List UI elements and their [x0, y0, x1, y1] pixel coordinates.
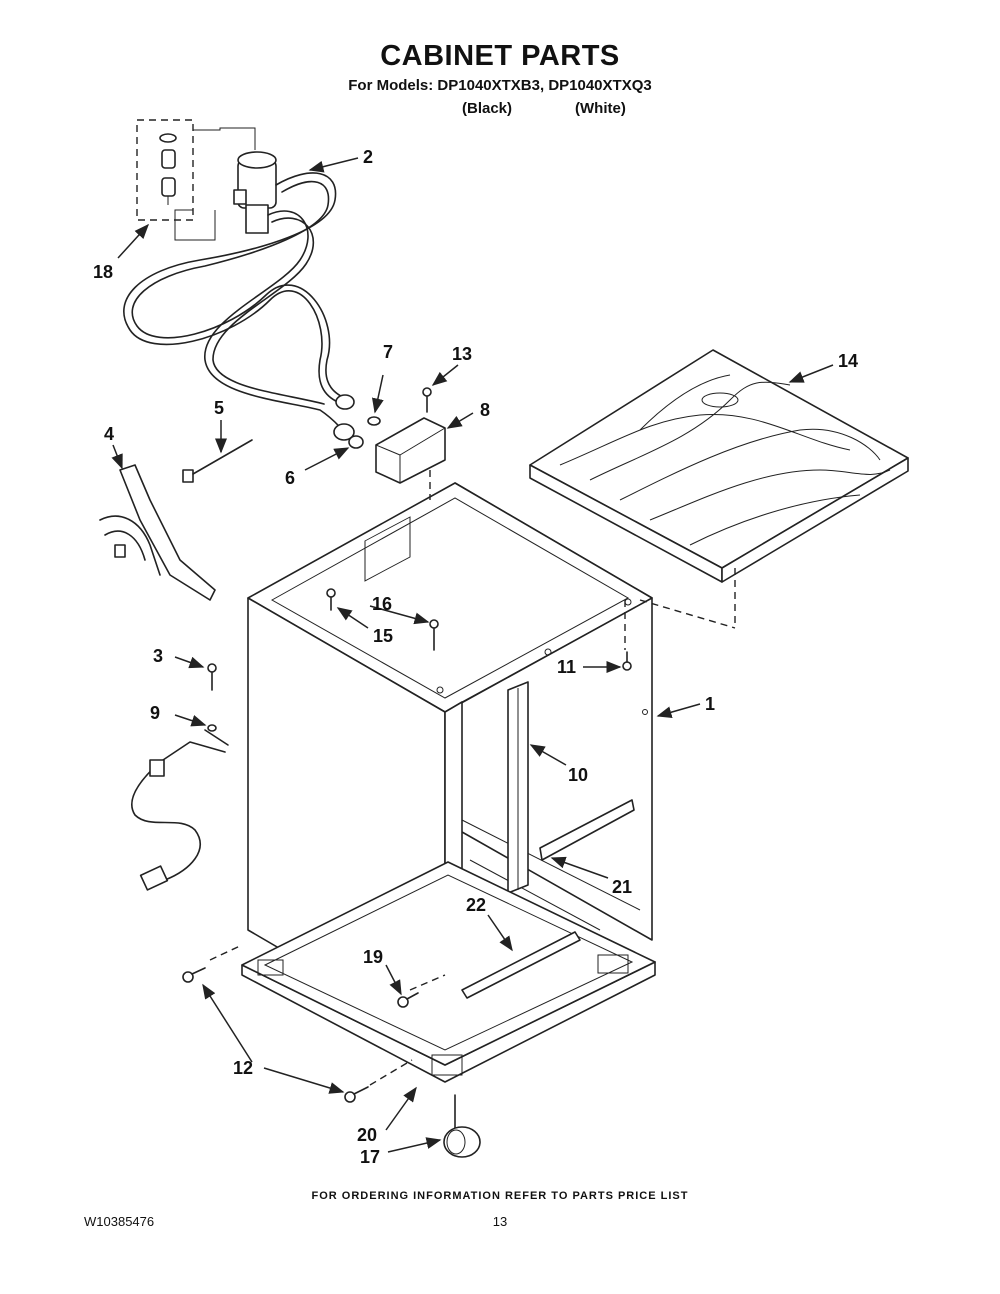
- callout-5: 5: [214, 398, 224, 418]
- callout-6: 6: [285, 468, 295, 488]
- screw-15-16: [326, 588, 439, 651]
- wood-top-panel: [529, 349, 909, 629]
- callout-17: 17: [360, 1147, 380, 1167]
- cross-brace: [461, 931, 581, 999]
- callout-21: 21: [612, 877, 632, 897]
- callout-4: 4: [104, 424, 114, 444]
- angle-bracket: [539, 799, 635, 861]
- models-line: For Models: DP1040XTXB3, DP1040XTXQ3: [348, 77, 652, 94]
- clamp-6: [348, 435, 364, 449]
- water-valve-and-hose: [123, 151, 355, 441]
- page-title: CABINET PARTS: [380, 40, 620, 72]
- callout-8: 8: [480, 400, 490, 420]
- fittings-kit: [136, 119, 256, 241]
- callout-11: 11: [557, 657, 576, 677]
- callout-20: 20: [357, 1125, 377, 1145]
- callout-2: 2: [363, 147, 373, 167]
- ordering-note: FOR ORDERING INFORMATION REFER TO PARTS …: [311, 1190, 689, 1202]
- screw-13: [422, 387, 432, 413]
- callout-12: 12: [233, 1058, 253, 1078]
- washer-7: [367, 416, 381, 426]
- screw-11: [622, 651, 632, 671]
- callout-19: 19: [363, 947, 383, 967]
- callout-13: 13: [452, 344, 472, 364]
- callout-10: 10: [568, 765, 588, 785]
- callout-labels: 1 2 3 4 5 6 7 8 9 10 11 12 13 14 15 16 1…: [93, 147, 858, 1167]
- page-number: 13: [492, 1214, 508, 1229]
- tie-strap-5: [182, 439, 253, 483]
- callout-22: 22: [466, 895, 486, 915]
- callout-15: 15: [373, 626, 393, 646]
- callout-14: 14: [838, 351, 858, 371]
- callout-3: 3: [153, 646, 163, 666]
- callout-18: 18: [93, 262, 113, 282]
- callout-leaders: [111, 157, 834, 1153]
- base-top: [241, 861, 656, 1066]
- bracket-4: [99, 464, 216, 601]
- caster-wheel: [443, 1094, 481, 1158]
- cabinet-assembly: [209, 470, 656, 1158]
- screw-3: [207, 663, 217, 691]
- callout-16: 16: [372, 594, 392, 614]
- junction-box-8: [375, 417, 446, 484]
- document-id: W10385476: [84, 1214, 155, 1229]
- color-white-label: (White): [575, 100, 626, 117]
- screw-19: [397, 992, 419, 1008]
- callout-7: 7: [383, 342, 393, 362]
- callout-1: 1: [705, 694, 715, 714]
- power-cord-9: [131, 724, 229, 891]
- screw-12: [182, 967, 369, 1103]
- color-black-label: (Black): [462, 100, 513, 117]
- callout-9: 9: [150, 703, 160, 723]
